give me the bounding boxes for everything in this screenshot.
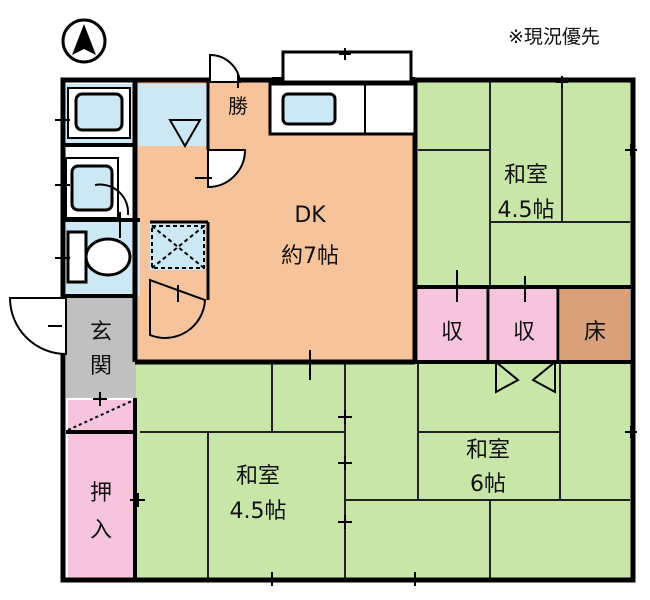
- washitsu-ne-name: 和室: [503, 163, 548, 188]
- dressing-floor: [136, 84, 208, 146]
- washitsu-ne-size: 4.5帖: [497, 198, 555, 223]
- genkan-floor: [66, 298, 136, 398]
- note-text: ※現況優先: [508, 26, 600, 48]
- shuno-1-label: 収: [440, 320, 463, 345]
- washitsu-s2-floor: [345, 500, 632, 578]
- oshiire-diagonal: [67, 399, 135, 431]
- oshiire-label-1: 押: [89, 481, 112, 506]
- genkan-label-2: 関: [89, 354, 112, 379]
- genkan-label-1: 玄: [89, 320, 112, 345]
- bathtub-icon: [67, 87, 131, 139]
- shuno-1-floor: [418, 288, 488, 360]
- north-arrow-icon: [61, 18, 107, 64]
- dk-size: 約7帖: [281, 244, 339, 269]
- kitchen-counter: [268, 50, 417, 136]
- toko-floor: [560, 288, 630, 360]
- oshiire-floor: [68, 432, 135, 578]
- washitsu-s-size: 4.5帖: [229, 499, 287, 524]
- washitsu-ne-floor: [415, 82, 632, 287]
- washitsu-se-name: 和室: [465, 438, 510, 463]
- doors: [8, 53, 556, 394]
- shuno-2-label: 収: [512, 320, 535, 345]
- sink-icon: [65, 157, 119, 219]
- wall-marks: [48, 48, 637, 586]
- washitsu-se-size: 6帖: [470, 472, 506, 497]
- toko-label: 床: [583, 320, 606, 345]
- washitsu-s-name: 和室: [235, 464, 280, 489]
- katte-floor: [210, 82, 268, 122]
- toilet-icon: [66, 230, 132, 284]
- katte-label: 勝: [228, 94, 248, 118]
- oshiire-label-2: 入: [89, 518, 112, 543]
- dk-name: DK: [294, 203, 326, 228]
- washing-machine-icon: [151, 225, 205, 269]
